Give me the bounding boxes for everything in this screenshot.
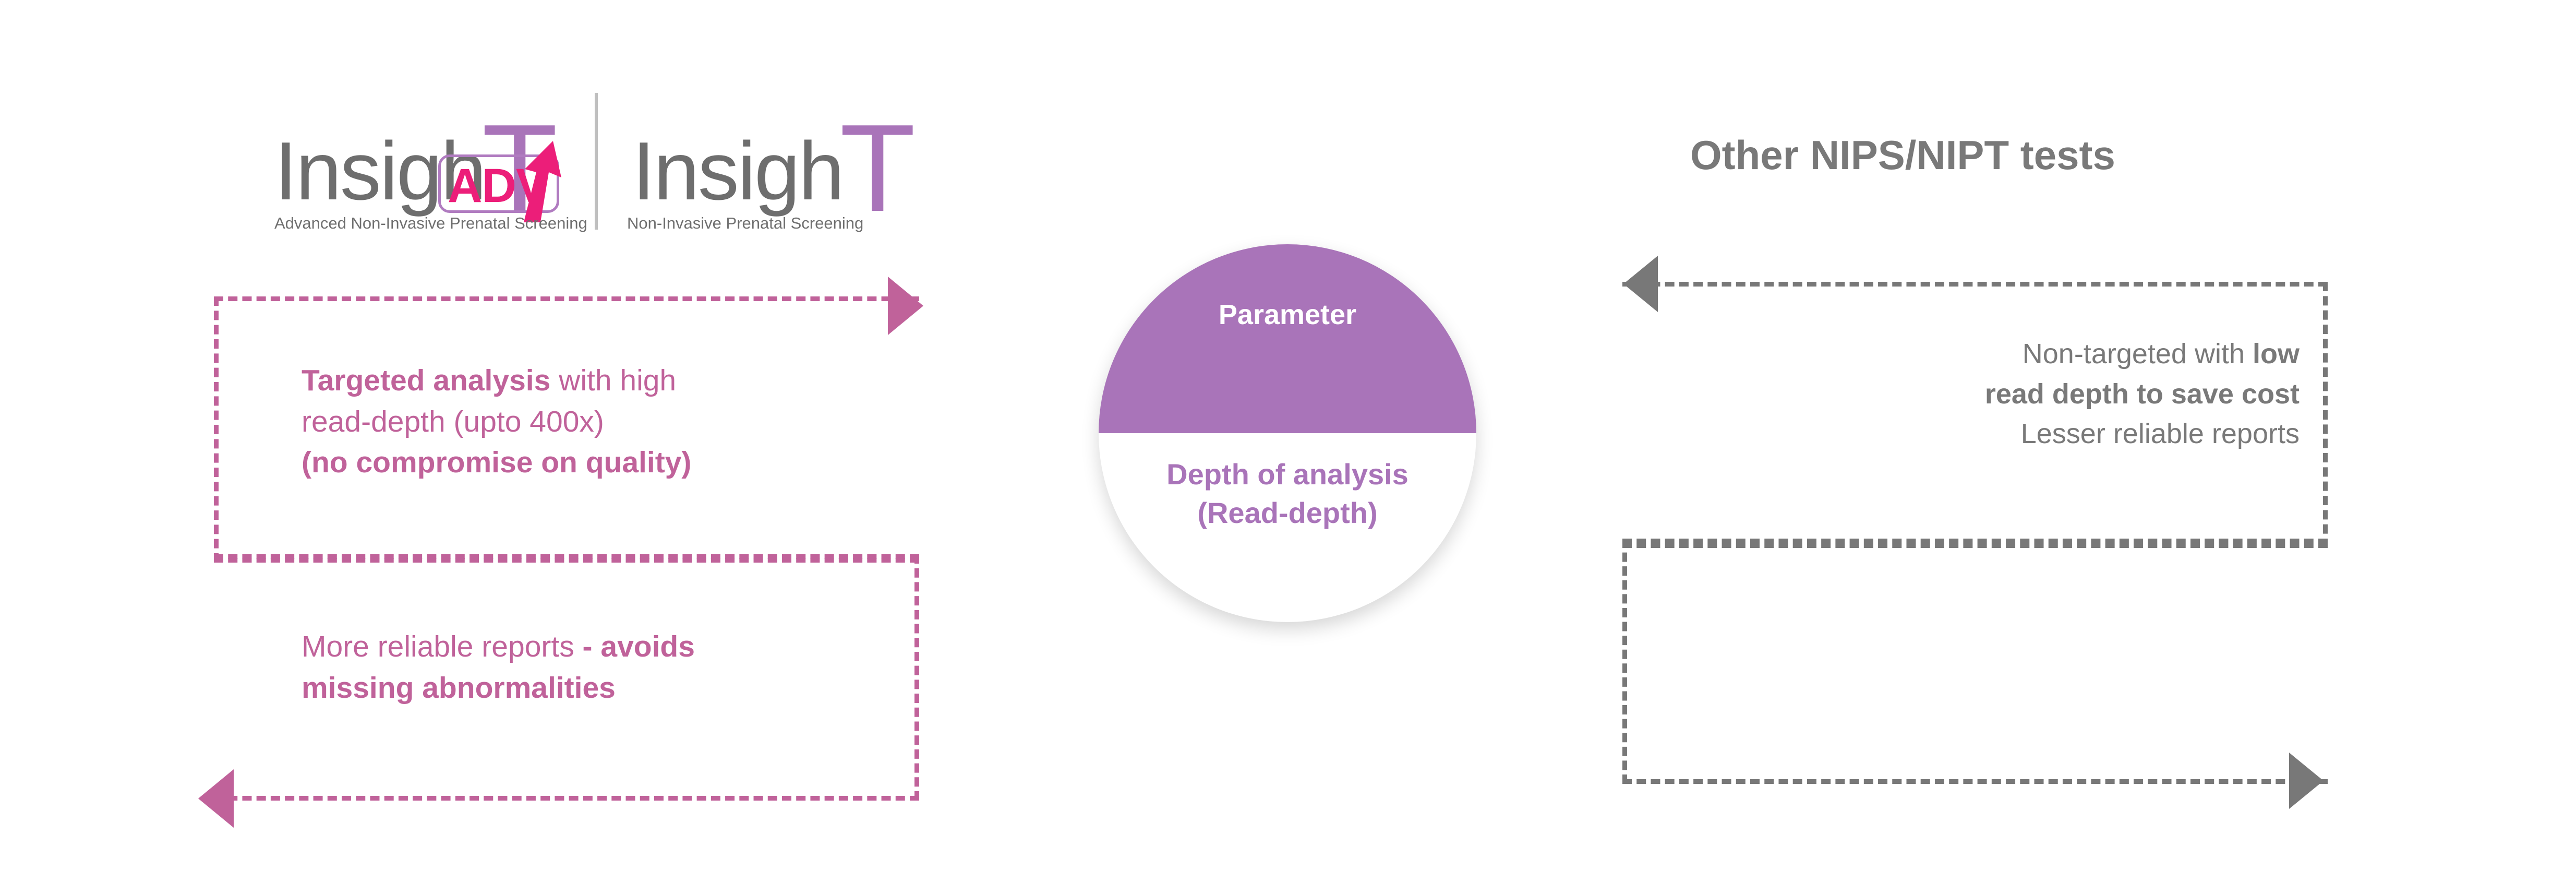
logo-tagline: Non-Invasive Prenatal Screening xyxy=(627,214,864,232)
logo-wordmark: InsighT xyxy=(632,95,916,231)
arrow-right-icon xyxy=(2289,753,2324,809)
adv-badge-label: ADV xyxy=(448,159,548,212)
left-bottom-line1-normal: More reliable reports xyxy=(302,630,574,663)
logo-word-primary: Insigh xyxy=(632,125,845,217)
logo-group: InsighT ADV Advanced Non-Invasive Prenat… xyxy=(271,84,916,235)
right-top-dashed-bracket xyxy=(1622,282,2328,548)
left-bottom-dashed-bracket xyxy=(214,554,919,801)
left-top-line1-bold: Targeted analysis xyxy=(302,364,551,397)
logo-word-accent: T xyxy=(839,99,916,237)
right-top-line2-bold: read depth to save cost xyxy=(1984,378,2300,410)
right-bottom-dashed-bracket xyxy=(1622,539,2328,784)
logo-insight: InsighT Non-Invasive Prenatal Screening xyxy=(616,84,916,235)
logo-word-primary: Insigh xyxy=(274,125,487,217)
circle-top-half xyxy=(1099,244,1476,433)
arrow-left-icon xyxy=(1623,256,1658,312)
arrow-left-icon xyxy=(198,769,234,828)
circle-parameter-label: Parameter xyxy=(1218,299,1357,330)
circle-value-line2: (Read-depth) xyxy=(1197,496,1378,529)
right-top-line1-normal: Non-targeted with xyxy=(2022,338,2253,370)
left-top-line1-rest: with high xyxy=(550,364,677,397)
left-top-text-block: Targeted analysis with high read-depth (… xyxy=(302,360,886,483)
right-column-heading: Other NIPS/NIPT tests xyxy=(1690,132,2115,178)
right-top-line3-normal: Lesser reliable reports xyxy=(2020,418,2300,450)
arrow-right-icon xyxy=(888,277,923,335)
center-parameter-circle: Parameter Depth of analysis (Read-depth) xyxy=(1099,244,1476,622)
right-top-text-block: Non-targeted with low read depth to save… xyxy=(1675,334,2300,454)
logo-insight-adv: InsighT ADV Advanced Non-Invasive Prenat… xyxy=(271,84,587,235)
left-top-line2: read-depth (upto 400x) xyxy=(302,404,604,438)
right-top-line1-bold: low xyxy=(2253,338,2300,370)
left-bottom-line1-bold: - avoids xyxy=(574,630,695,663)
left-bottom-line2-bold: missing abnormalities xyxy=(302,671,616,705)
left-top-line3-bold: (no compromise on quality) xyxy=(302,446,692,480)
circle-parameter-value: Depth of analysis (Read-depth) xyxy=(1099,455,1476,532)
logo-divider xyxy=(595,93,598,230)
circle-value-line1: Depth of analysis xyxy=(1166,458,1409,491)
logo-tagline: Advanced Non-Invasive Prenatal Screening xyxy=(274,214,587,232)
left-bottom-text-block: More reliable reports - avoids missing a… xyxy=(302,626,886,708)
left-top-dashed-bracket xyxy=(214,296,919,563)
